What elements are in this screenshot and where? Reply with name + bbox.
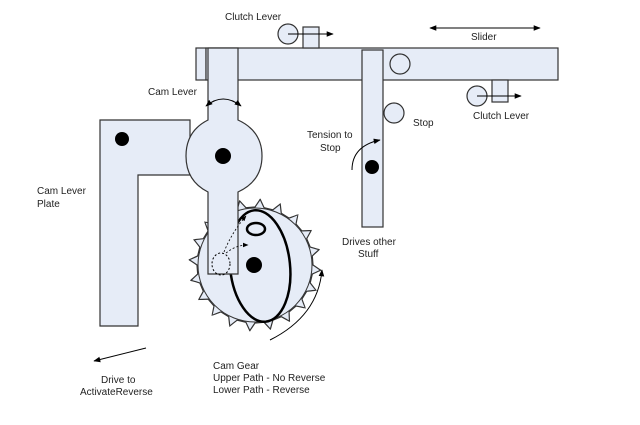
slider-end-cap <box>195 47 207 81</box>
label-cam-gear-2: Upper Path - No Reverse <box>213 373 326 384</box>
label-tension-2: Stop <box>320 143 341 154</box>
drive-lever-pin <box>365 160 379 174</box>
label-plate-2: Plate <box>37 199 60 210</box>
label-cam-lever: Cam Lever <box>148 87 198 98</box>
stop-roller <box>383 102 405 124</box>
upper-path-arrow <box>223 215 247 253</box>
clutch-lever-right-block <box>491 79 509 103</box>
cam-upper-path <box>245 221 267 237</box>
cam-gear-inner-ring <box>197 207 313 323</box>
label-clutch-lever-right: Clutch Lever <box>473 111 530 122</box>
label-cam-gear-3: Lower Path - Reverse <box>213 385 310 396</box>
label-drives-2: Stuff <box>358 249 379 260</box>
label-clutch-lever-top: Clutch Lever <box>225 12 282 23</box>
cam-gear-pin <box>246 257 262 273</box>
slider-roller <box>389 53 411 75</box>
cam-lever-plate <box>99 119 191 327</box>
tension-arrow <box>351 138 381 171</box>
label-tension-1: Tension to <box>307 130 353 141</box>
clutch-lever-top-block <box>302 26 320 49</box>
label-slider: Slider <box>471 32 497 43</box>
drive-lever <box>361 49 384 228</box>
gear-rotation-arrow <box>269 269 325 341</box>
label-reverse-2: ActivateReverse <box>80 387 153 398</box>
drive-reverse-arrow <box>93 347 147 363</box>
label-plate-1: Cam Lever <box>37 186 87 197</box>
plate-pivot-pin <box>115 132 129 146</box>
label-drives-1: Drives other <box>342 237 397 248</box>
lower-path-arrow <box>225 242 249 254</box>
label-stop: Stop <box>413 118 434 129</box>
cam-lever-pivot-pin <box>215 148 231 164</box>
cam-follower <box>211 252 231 276</box>
label-reverse-1: Drive to <box>101 375 136 386</box>
cam-lever-rotation-arrow <box>205 98 242 107</box>
label-cam-gear-1: Cam Gear <box>213 361 260 372</box>
